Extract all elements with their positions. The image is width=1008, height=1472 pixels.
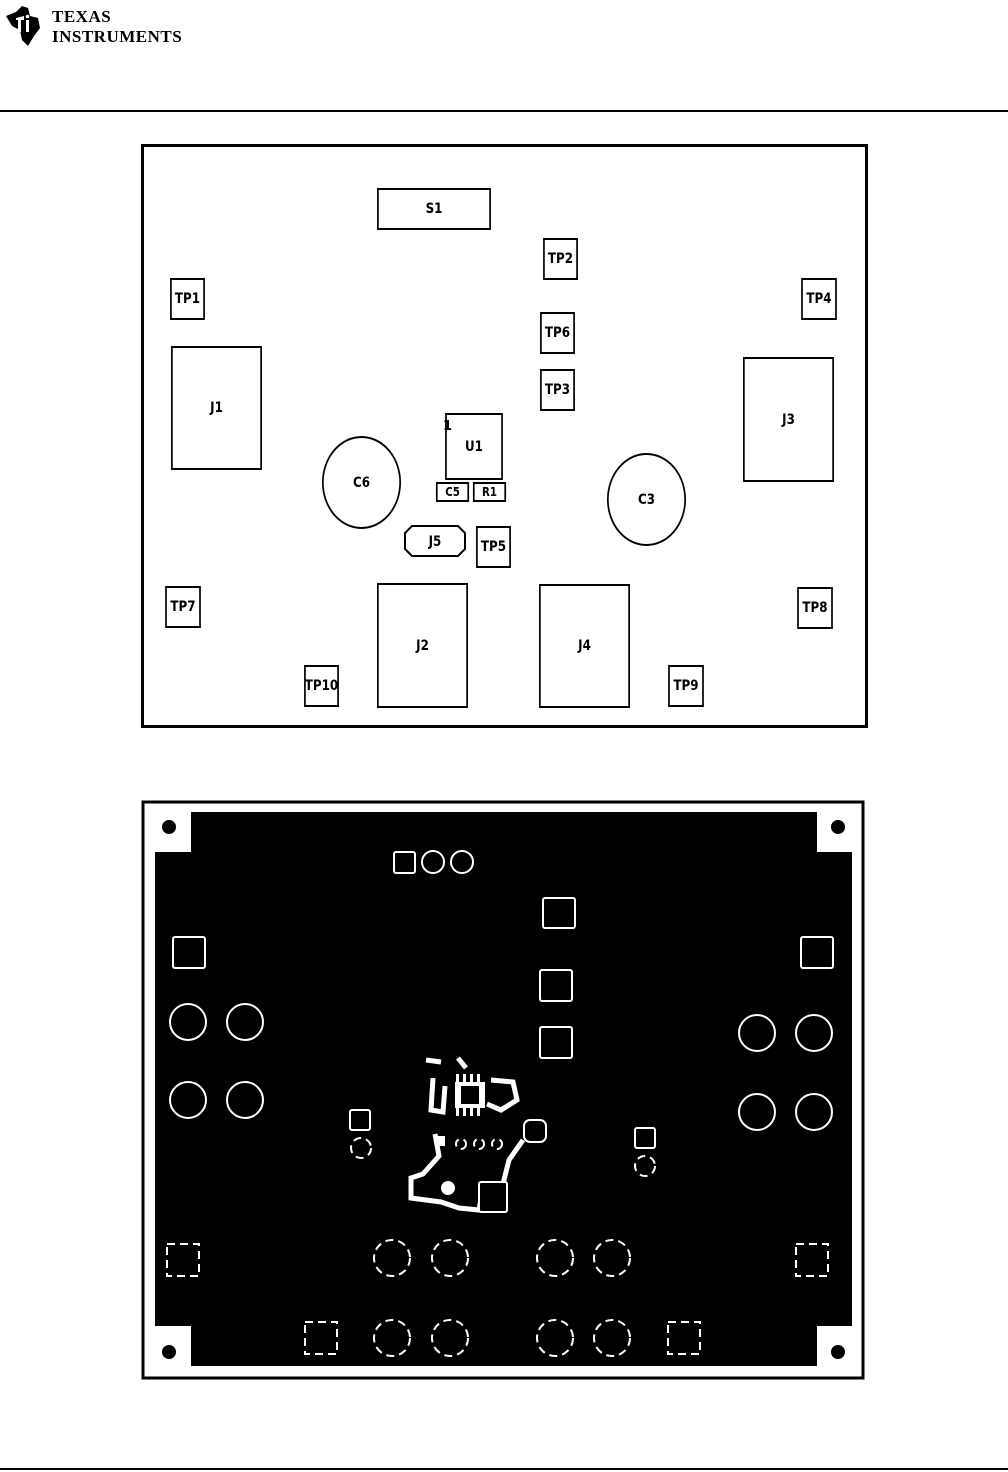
component-tp6: TP6	[540, 312, 575, 354]
pad-j4	[536, 1239, 574, 1277]
pad-j4	[593, 1319, 631, 1357]
pad-tp5	[523, 1119, 547, 1143]
mounting-hole	[831, 820, 845, 834]
component-tp2: TP2	[543, 238, 578, 280]
pad-j3	[738, 1014, 776, 1052]
mounting-hole	[831, 1345, 845, 1359]
component-tp9: TP9	[668, 665, 704, 707]
pad-tp6	[539, 969, 573, 1002]
component-tp1: TP1	[170, 278, 205, 320]
pad-s1-2	[421, 850, 445, 874]
mounting-hole	[162, 820, 176, 834]
pad-dashed	[473, 1138, 485, 1150]
pad-dashed	[634, 1155, 656, 1177]
j5-label: J5	[428, 534, 442, 550]
pad-j3	[795, 1014, 833, 1052]
component-j2: J2	[377, 583, 468, 708]
component-c5: C5	[435, 482, 470, 502]
pad-s1-1	[393, 851, 416, 874]
component-c3: C3	[606, 453, 687, 546]
pad-dashed	[350, 1137, 372, 1159]
component-tp5: TP5	[476, 526, 511, 568]
component-s1: S1	[377, 188, 491, 230]
component-j5: J5	[404, 525, 466, 557]
component-c6: C6	[321, 436, 402, 529]
pad-j3	[795, 1093, 833, 1131]
pad-s1-3	[450, 850, 474, 874]
pad-j4	[593, 1239, 631, 1277]
pad-c6	[349, 1109, 371, 1131]
via	[441, 1181, 455, 1195]
component-tp8: TP8	[797, 587, 833, 629]
pad-j1	[226, 1081, 264, 1119]
ti-logo-icon	[6, 6, 40, 46]
pad-dashed	[455, 1138, 467, 1150]
pad-j1	[226, 1003, 264, 1041]
pad-dashed	[491, 1138, 503, 1150]
footer-rule	[0, 1468, 1008, 1470]
logo-line2: Instruments	[52, 27, 183, 46]
component-r1: R1	[472, 482, 507, 502]
pad-tp7	[166, 1243, 200, 1277]
pad-tp8	[795, 1243, 829, 1277]
component-tp4: TP4	[801, 278, 837, 320]
copper-layer-board	[141, 800, 865, 1380]
pad-u1-center	[461, 1086, 479, 1104]
component-tp10: TP10	[304, 665, 339, 707]
silkscreen-board: S1 TP2 TP1 TP4 TP6 TP3 J1 J3 U1 1 C5 R1 …	[141, 144, 868, 728]
pad-c3	[634, 1127, 656, 1149]
component-j3: J3	[743, 357, 834, 482]
pad-j1	[169, 1081, 207, 1119]
pad-j2	[373, 1319, 411, 1357]
pad-j2	[373, 1239, 411, 1277]
component-tp7: TP7	[165, 586, 201, 628]
trace	[408, 1056, 526, 1213]
copper-pour	[155, 812, 852, 1366]
pad-tp2	[542, 897, 576, 929]
u1-pin1-label: 1	[443, 419, 453, 434]
component-j1: J1	[171, 346, 262, 470]
pad-j3	[738, 1093, 776, 1131]
pad-c5-c	[478, 1181, 508, 1213]
component-tp3: TP3	[540, 369, 575, 411]
pad-j1	[169, 1003, 207, 1041]
ti-logo: Texas Instruments	[0, 0, 200, 56]
component-u1: U1	[445, 413, 503, 480]
header-rule	[0, 110, 1008, 112]
pad-tp9	[667, 1321, 701, 1355]
pad-j2	[431, 1239, 469, 1277]
logo-line1: Texas	[52, 7, 112, 26]
pad-tp1	[172, 936, 206, 969]
pad-tp4	[800, 936, 834, 969]
pad-j4	[536, 1319, 574, 1357]
pad-tp10	[304, 1321, 338, 1355]
pad-tp3	[539, 1026, 573, 1059]
pad-j2	[431, 1319, 469, 1357]
component-j4: J4	[539, 584, 630, 708]
mounting-hole	[162, 1345, 176, 1359]
